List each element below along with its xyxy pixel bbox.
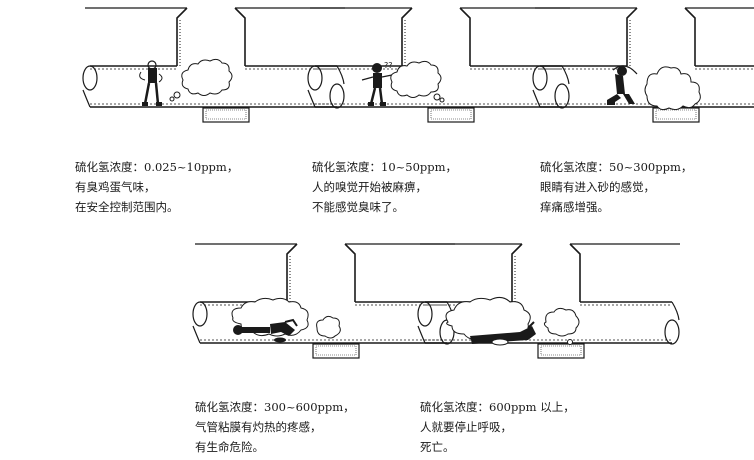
panel-stage-2: ?? 硫化氢浓度：10~50ppm， 人的嗅觉开始被麻痹， 不能感觉臭味了。: [300, 0, 580, 214]
gas-cloud-icon: [644, 66, 701, 111]
effect-label: 有生命危险。: [195, 440, 264, 454]
sewer-pipe-diagram: [532, 7, 754, 123]
caption-stage-1: 硫化氢浓度：0.025~10ppm， 有臭鸡蛋气味， 在安全控制范围内。: [75, 157, 238, 217]
caption-stage-4: 硫化氢浓度：300~600ppm， 气管粘膜有灼热的疼感， 有生命危险。: [195, 397, 355, 457]
person-confused-icon: ??: [361, 61, 393, 106]
panel-stage-5: 硫化氢浓度：600ppm 以上， 人就要停止呼吸， 死亡。: [410, 236, 690, 454]
concentration-label: 硫化氢浓度：600ppm 以上，: [420, 400, 575, 414]
effect-label: 在安全控制范围内。: [75, 200, 179, 214]
sewer-pipe-diagram: [417, 243, 681, 359]
symptom-label: 气管粘膜有灼热的疼感，: [195, 420, 322, 434]
sewer-pipe-diagram: [82, 7, 346, 123]
gas-cloud-icon: [390, 60, 445, 103]
concentration-label: 硫化氢浓度：10~50ppm，: [312, 160, 458, 174]
symptom-label: 人就要停止呼吸，: [420, 420, 512, 434]
caption-stage-3: 硫化氢浓度：50~300ppm， 眼睛有进入砂的感觉， 痒痛感增强。: [540, 157, 692, 217]
symptom-label: 有臭鸡蛋气味，: [75, 180, 156, 194]
symptom-label: 人的嗅觉开始被麻痹，: [312, 180, 427, 194]
person-covering-eyes-icon: [607, 65, 638, 105]
panel-stage-4: 硫化氢浓度：300~600ppm， 气管粘膜有灼热的疼感， 有生命危险。: [185, 236, 465, 454]
concentration-label: 硫化氢浓度：300~600ppm，: [195, 400, 355, 414]
person-collapsed-icon: [233, 318, 298, 343]
gas-cloud-icon: [445, 296, 580, 345]
caption-stage-5: 硫化氢浓度：600ppm 以上， 人就要停止呼吸， 死亡。: [420, 397, 575, 457]
person-lying-icon: [470, 321, 536, 346]
concentration-label: 硫化氢浓度：50~300ppm，: [540, 160, 693, 174]
symptom-label: 眼睛有进入砂的感觉，: [540, 180, 655, 194]
sewer-pipe-diagram: ??: [307, 7, 571, 123]
gas-cloud-icon: [169, 58, 233, 102]
caption-stage-2: 硫化氢浓度：10~50ppm， 人的嗅觉开始被麻痹， 不能感觉臭味了。: [312, 157, 457, 217]
person-standing-icon: [139, 60, 163, 106]
effect-label: 死亡。: [420, 440, 455, 454]
svg-text:??: ??: [384, 61, 393, 70]
effect-label: 痒痛感增强。: [540, 200, 609, 214]
panel-stage-3: 硫化氢浓度：50~300ppm， 眼睛有进入砂的感觉， 痒痛感增强。: [525, 0, 754, 214]
sewer-pipe-diagram: [192, 243, 456, 359]
panel-stage-1: 硫化氢浓度：0.025~10ppm， 有臭鸡蛋气味， 在安全控制范围内。: [75, 0, 355, 214]
effect-label: 不能感觉臭味了。: [312, 200, 404, 214]
concentration-label: 硫化氢浓度：0.025~10ppm，: [75, 160, 239, 174]
